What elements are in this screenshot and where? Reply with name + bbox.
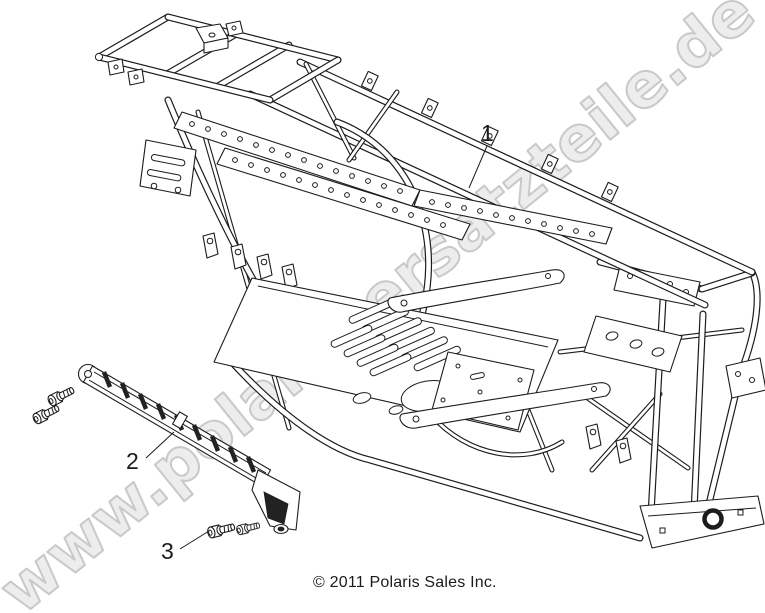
frame-assembly <box>94 17 765 549</box>
perforated-beam-2 <box>216 147 471 241</box>
tube-clip-tabs <box>360 70 619 203</box>
callout-1-label: 1 <box>481 120 494 146</box>
support-arm-lower <box>399 382 611 429</box>
perforated-beam-3 <box>413 189 613 245</box>
rail-foot-bracket <box>251 469 301 535</box>
callout-3: 3 <box>161 530 210 564</box>
mounting-rail-part <box>77 363 301 535</box>
callout-1: 1 <box>468 120 494 189</box>
rack-bracket-block <box>195 23 229 54</box>
front-rack <box>94 17 338 100</box>
perforated-beam-1 <box>173 111 421 207</box>
slotted-bracket-plate <box>139 139 197 197</box>
support-arm-upper <box>387 269 565 313</box>
copyright-text: © 2011 Polaris Sales Inc. <box>313 574 497 591</box>
tow-hook <box>702 508 724 530</box>
callout-3-label: 3 <box>161 538 174 564</box>
rear-base-plate <box>639 495 765 549</box>
rear-panel <box>583 315 683 373</box>
rear-side-plate <box>725 357 765 399</box>
callout-2: 2 <box>126 431 175 474</box>
callout-2-leader <box>145 431 175 459</box>
floor-pan <box>213 277 559 433</box>
callout-2-label: 2 <box>126 448 139 474</box>
callout-1-leader <box>468 145 488 189</box>
callout-3-leader <box>179 530 210 550</box>
